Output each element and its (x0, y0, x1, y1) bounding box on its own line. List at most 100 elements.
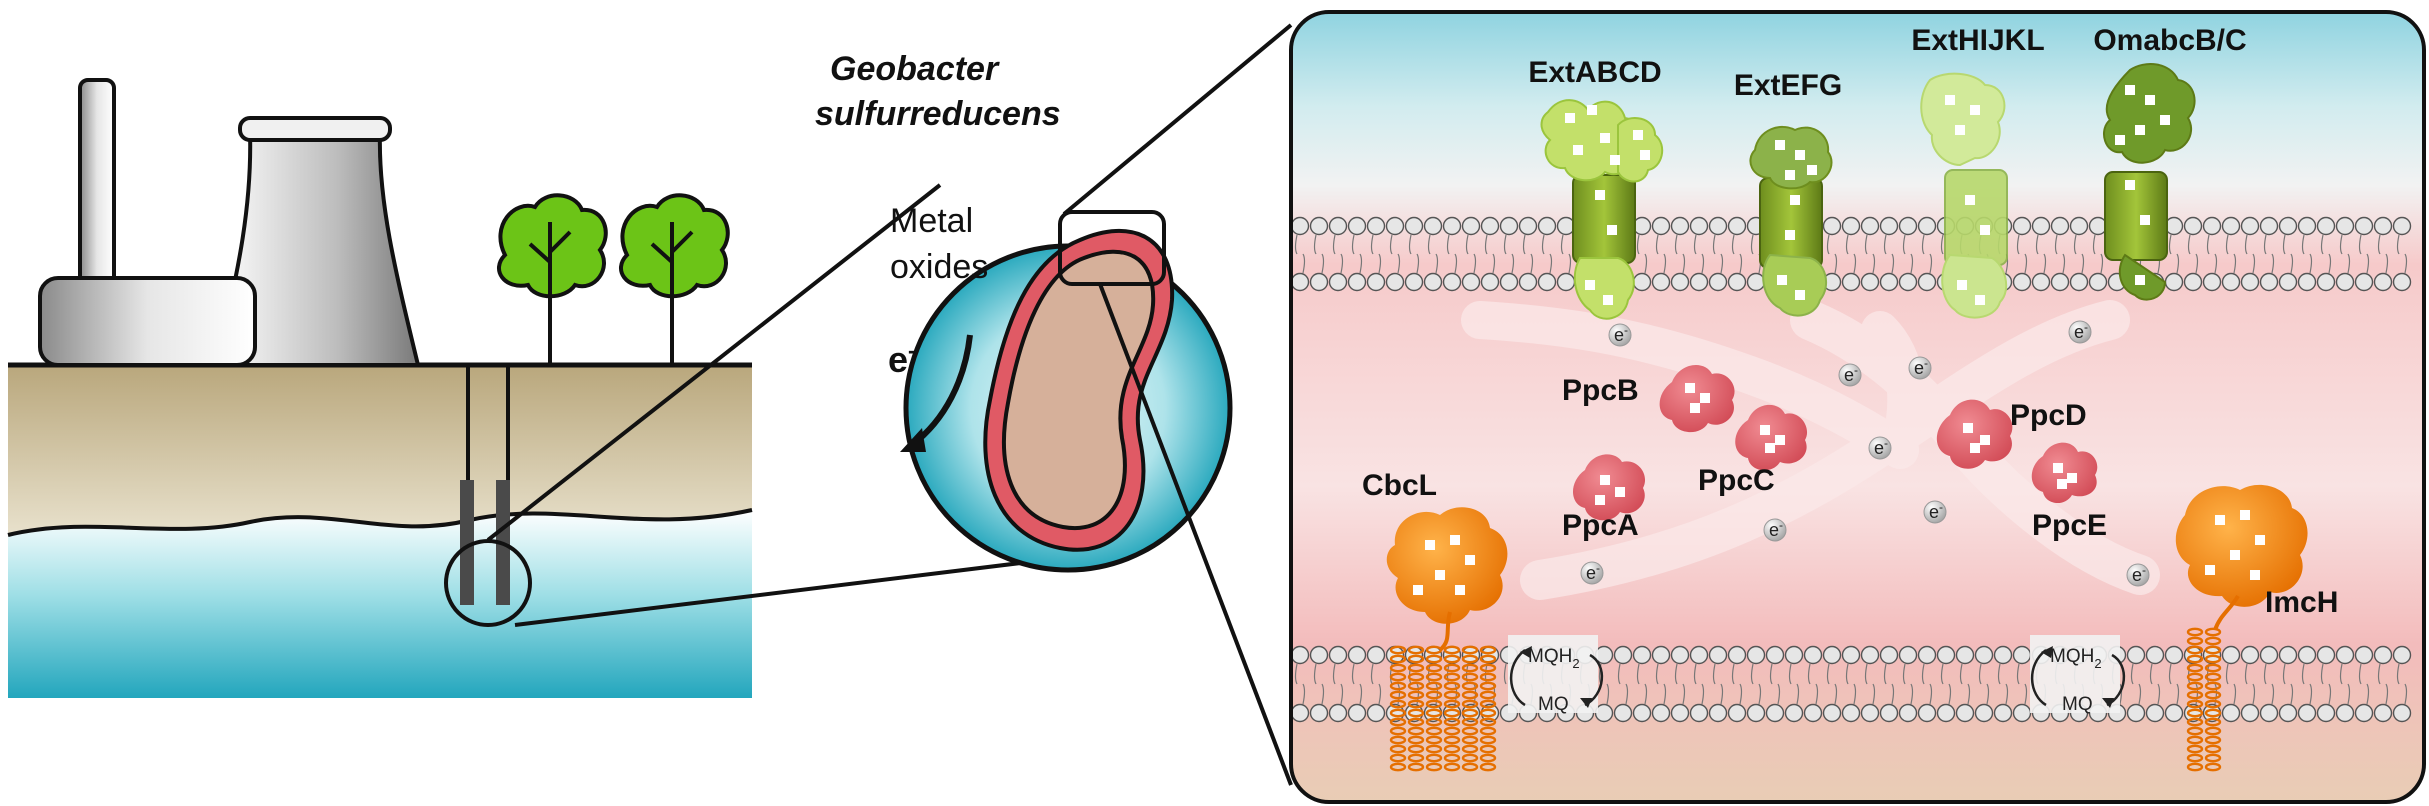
heme-marker (1425, 540, 1435, 550)
lipid-head (2221, 216, 2241, 236)
lipid-tail (2282, 663, 2294, 705)
lipid-head (1708, 645, 1728, 665)
helix-turn (1479, 663, 1497, 673)
lipid-head (1461, 272, 1481, 292)
heme-marker (1615, 487, 1625, 497)
helix-turn (1461, 735, 1479, 745)
helix-turn (1425, 726, 1443, 736)
lipid-head (2240, 272, 2260, 292)
lipid-head (1784, 703, 1804, 723)
helix-turn (1479, 699, 1497, 709)
heme-marker (1595, 495, 1605, 505)
heme-marker (1607, 225, 1617, 235)
lipid-tail (1389, 234, 1401, 274)
label-cbcl: CbcL (1362, 469, 1437, 502)
heme-marker (2125, 180, 2135, 190)
lipid-tail (1560, 234, 1572, 274)
helix-turn (1479, 690, 1497, 700)
lipid-head (2164, 272, 2184, 292)
electron (1868, 436, 1892, 460)
label-ppcb: PpcB (1562, 374, 1639, 407)
helix-turn (1479, 762, 1497, 772)
lipid-head (1727, 216, 1747, 236)
helix-turn (1407, 726, 1425, 736)
helix-turn (1425, 744, 1443, 754)
lipid-head (2164, 645, 2184, 665)
lipid-head (1328, 645, 1348, 665)
lipid-head (2392, 703, 2412, 723)
lipid-head (1442, 272, 1462, 292)
lipid-head (1632, 703, 1652, 723)
lipid-tail (2035, 234, 2047, 274)
quinone-cycle-arrow (2030, 649, 2047, 707)
helix-turn (1461, 744, 1479, 754)
lipid-head (1860, 216, 1880, 236)
tree (497, 193, 608, 365)
helix-turn (1389, 672, 1407, 682)
lipid-tail (1902, 663, 1914, 705)
lipid-head (2354, 703, 2374, 723)
envelope-detail-panel: MQH2 MQ MQH2 MQ (1291, 12, 2424, 802)
lipid-head (2221, 703, 2241, 723)
label-extefg: ExtEFG (1734, 69, 1842, 102)
lipid-tail (1731, 663, 1743, 705)
lipid-tail (1294, 663, 1306, 705)
magnification-circle (444, 539, 532, 627)
lipid-head (1309, 645, 1329, 665)
electron (2126, 563, 2150, 587)
helix-turn (1389, 663, 1407, 673)
heme-marker (1685, 383, 1695, 393)
lipid-head (1917, 272, 1937, 292)
helix-turn (1443, 762, 1461, 772)
helix-turn (1425, 699, 1443, 709)
lipid-head (1518, 216, 1538, 236)
helix-turn (2186, 627, 2204, 637)
lipid-head (1613, 645, 1633, 665)
helix-turn (1443, 663, 1461, 673)
helix-turn (1461, 663, 1479, 673)
lipid-head (2316, 645, 2336, 665)
lipid-tail (2263, 234, 2275, 274)
heme-marker (1760, 425, 1770, 435)
lipid-tail (1446, 234, 1458, 274)
zoom-connector (514, 558, 1046, 627)
lipid-head (1708, 703, 1728, 723)
lipid-head (1556, 272, 1576, 292)
imch-linker (2213, 594, 2240, 631)
lipid-head (1974, 703, 1994, 723)
lipid-head (2335, 272, 2355, 292)
heme-marker (2240, 510, 2250, 520)
heme-marker (1785, 230, 1795, 240)
helix-turn (2186, 663, 2204, 673)
lipid-tail (2301, 663, 2313, 705)
lipid-head (1385, 216, 1405, 236)
lipid-head (2259, 703, 2279, 723)
lipid-head (2221, 645, 2241, 665)
helix-turn (1479, 735, 1497, 745)
lipid-head (2297, 703, 2317, 723)
lipid-tail (1940, 663, 1952, 705)
helix-turn (1461, 681, 1479, 691)
exthijkl-complex (1920, 72, 2008, 319)
electron-label: e- (1614, 323, 1628, 345)
mqh2-label-left: MQH2 (1528, 646, 1580, 671)
lipid-tail (1788, 663, 1800, 705)
helix-turn (1461, 690, 1479, 700)
heme-marker (2140, 215, 2150, 225)
heme-marker (1585, 280, 1595, 290)
heme-marker (2135, 125, 2145, 135)
lipid-tail (1332, 663, 1344, 705)
lipid-tail (1921, 663, 1933, 705)
lipid-head (1727, 703, 1747, 723)
helix-turn (2204, 654, 2222, 664)
helix-turn (1407, 717, 1425, 727)
lipid-head (1366, 272, 1386, 292)
lipid-head (1366, 216, 1386, 236)
lipid-head (1291, 216, 1310, 236)
lipid-tail (2016, 234, 2028, 274)
helix-turn (1443, 708, 1461, 718)
lipid-head (1822, 216, 1842, 236)
helix-turn (1425, 735, 1443, 745)
lipid-head (2335, 645, 2355, 665)
